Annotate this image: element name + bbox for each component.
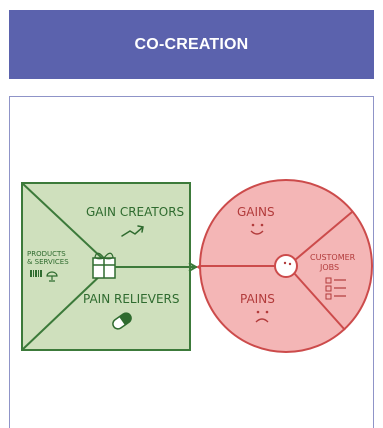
products-label-line2: & SERVICES [27, 258, 69, 266]
page-header: CO-CREATION [9, 10, 374, 79]
divider-upper-right [294, 211, 353, 261]
gain-creators-label: GAIN CREATORS [86, 205, 184, 219]
gains-label: GAINS [237, 205, 275, 219]
pill-icon [112, 312, 132, 330]
divider-lower-right [293, 272, 346, 331]
frown-icon [255, 310, 269, 323]
customer-jobs-label-line2: JOBS [319, 263, 339, 272]
pain-relievers-label: PAIN RELIEVERS [83, 292, 179, 306]
products-label-line1: PRODUCTS [27, 250, 66, 258]
pains-label: PAINS [240, 292, 275, 306]
value-map-diagonal-upper [21, 182, 105, 261]
customer-jobs-label-line1: CUSTOMER [310, 253, 356, 262]
value-map-diagonal-lower [21, 271, 105, 351]
header-title: CO-CREATION [134, 35, 249, 53]
checklist-icon [325, 277, 346, 300]
trend-arrow-icon [121, 225, 144, 237]
customer-profile: GAINS PAINS CUSTOMER JOBS [199, 179, 373, 353]
service-tray-icon [46, 271, 58, 282]
barcode-icon [30, 270, 42, 277]
smile-icon [250, 223, 264, 235]
customer-face-icon [274, 254, 298, 278]
